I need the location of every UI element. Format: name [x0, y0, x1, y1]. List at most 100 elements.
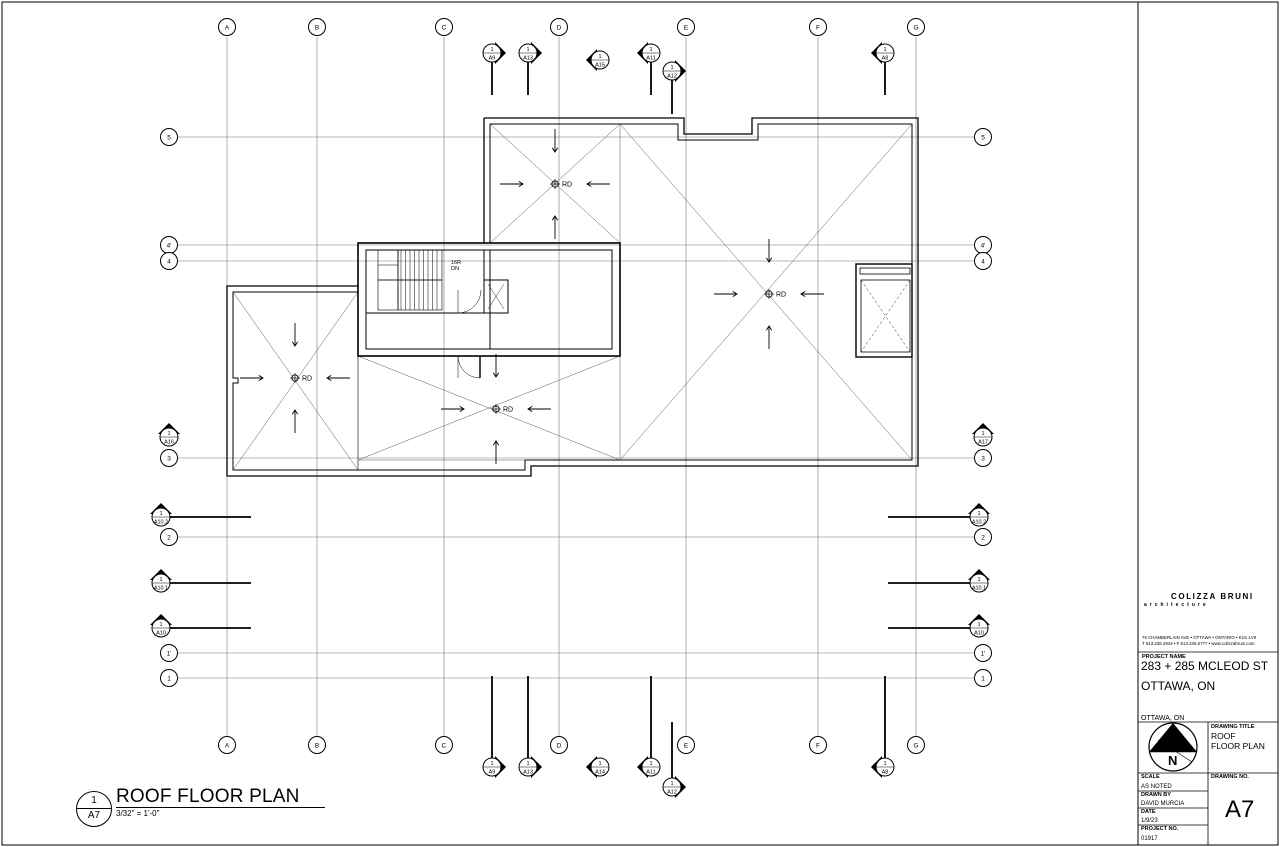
- grid-label-col: C: [442, 24, 447, 31]
- grid-bubble-col: F: [809, 736, 827, 754]
- north-letter: N: [1168, 753, 1178, 768]
- grid-label-row: 5: [981, 134, 985, 141]
- grid-label-row: 1: [981, 675, 985, 682]
- grid-bubble-col: B: [308, 18, 326, 36]
- grid-label-col: A: [225, 24, 230, 31]
- section-marker-number: 1: [598, 54, 601, 60]
- grid-label-col: F: [816, 24, 820, 31]
- stair-label-line1: 16R: [451, 260, 461, 266]
- section-marker-number: 1: [670, 65, 673, 71]
- grid-label-col: E: [684, 742, 689, 749]
- grid-bubble-col: A: [218, 736, 236, 754]
- slope-arrows: [240, 129, 824, 464]
- slope-arrow: [291, 409, 299, 433]
- north-arrow: [1148, 722, 1198, 772]
- slope-arrow: [492, 354, 500, 378]
- roof-drain-label: RD: [776, 292, 786, 299]
- skylight-outer: [855, 263, 913, 358]
- grid-bubble-row: 5: [160, 128, 178, 146]
- drawn-by-value: DAVID MURCIA: [1141, 801, 1185, 807]
- grid-label-row: 1: [167, 675, 171, 682]
- grid-label-row: 1': [981, 650, 986, 657]
- project-name-label: PROJECT NAME: [1142, 654, 1186, 660]
- section-marker: 1A8: [871, 676, 895, 778]
- grid-bubble-row: 4: [974, 252, 992, 270]
- section-marker-sheet: A10.2: [154, 520, 168, 526]
- roof-drain: RD: [290, 373, 312, 383]
- grid-bubble-col: D: [550, 736, 568, 754]
- grid-bubble-row: 5: [974, 128, 992, 146]
- plan-title-block: 1 A7 ROOF FLOOR PLAN 3/32" = 1'-0": [76, 786, 336, 827]
- grid-label-col: D: [557, 742, 562, 749]
- grid-bubble-col: A: [218, 18, 236, 36]
- roof-drain: RD: [491, 404, 513, 414]
- section-marker-number: 1: [526, 761, 529, 767]
- section-marker-number: 1: [159, 577, 162, 583]
- skylight-inner: [860, 279, 911, 353]
- section-marker-sheet: A10.1: [972, 586, 986, 592]
- stair-penthouse-outer: [357, 242, 621, 357]
- grid-bubble-col: C: [435, 736, 453, 754]
- stair-label-line2: DN: [451, 266, 459, 272]
- section-marker: 1A9: [482, 676, 506, 778]
- title-block: COLIZZA BRUNI architecture 76 CHAMBERLAI…: [1138, 0, 1280, 847]
- section-marker-number: 1: [490, 761, 493, 767]
- roof-drain-label: RD: [562, 182, 572, 189]
- grid-bubble-col: B: [308, 736, 326, 754]
- grid-bubble-row: 4': [160, 236, 178, 254]
- section-marker-sheet: A15: [595, 63, 605, 69]
- grid-label-col: G: [913, 742, 918, 749]
- section-marker-number: 1: [977, 622, 980, 628]
- section-marker-sheet: A9: [489, 770, 496, 776]
- grid-bubble-col: C: [435, 18, 453, 36]
- drawn-by-label: DRAWN BY: [1141, 792, 1171, 798]
- section-marker-number: 1: [883, 47, 886, 53]
- grid-lines: [178, 37, 974, 737]
- drawing-no-value: A7: [1225, 796, 1255, 823]
- section-marker-number: 1: [598, 761, 601, 767]
- slope-arrow: [551, 215, 559, 239]
- firm-address: 76 CHAMBERLAIN AVE • OTTAWA • ONTARIO • …: [1142, 635, 1257, 640]
- section-marker-sheet: A14: [595, 770, 605, 776]
- plan-title-sheet: A7: [87, 810, 101, 821]
- section-marker-number: 1: [883, 761, 886, 767]
- north-location: OTTAWA, ON: [1141, 715, 1185, 722]
- slope-lines: [232, 123, 913, 471]
- drawing-title-line1: ROOF: [1211, 731, 1236, 741]
- slope-arrow: [765, 239, 773, 263]
- section-marker-sheet: A13: [523, 56, 533, 62]
- roof-plan-building: [226, 117, 919, 477]
- drawing-title-line2: FLOOR PLAN: [1211, 741, 1265, 751]
- scale-value: AS NOTED: [1141, 784, 1172, 790]
- north-small-text: PROJECT NORTH: [1157, 746, 1187, 750]
- drawing-title-label: DRAWING TITLE: [1211, 724, 1255, 730]
- grid-bubble-row: 1: [974, 669, 992, 687]
- section-marker-sheet: A12: [667, 790, 677, 796]
- section-marker-number: 1: [159, 511, 162, 517]
- date-label: DATE: [1141, 809, 1156, 815]
- grid-label-col: B: [315, 24, 319, 31]
- slope-arrow: [765, 325, 773, 349]
- section-marker-number: 1: [977, 511, 980, 517]
- roof-drain: RD: [550, 179, 572, 189]
- slope-arrow: [326, 374, 350, 382]
- elevator-shaft: [483, 279, 509, 314]
- grid-bubble-row: 4: [160, 252, 178, 270]
- section-marker: 1A9: [482, 42, 506, 95]
- grid-label-row: 3: [981, 455, 985, 462]
- grid-label-row: 3: [167, 455, 171, 462]
- plan-title: ROOF FLOOR PLAN: [116, 786, 300, 807]
- roof-drain-label: RD: [503, 407, 513, 414]
- slope-arrow: [714, 290, 738, 298]
- grid-bubble-col: G: [907, 18, 925, 36]
